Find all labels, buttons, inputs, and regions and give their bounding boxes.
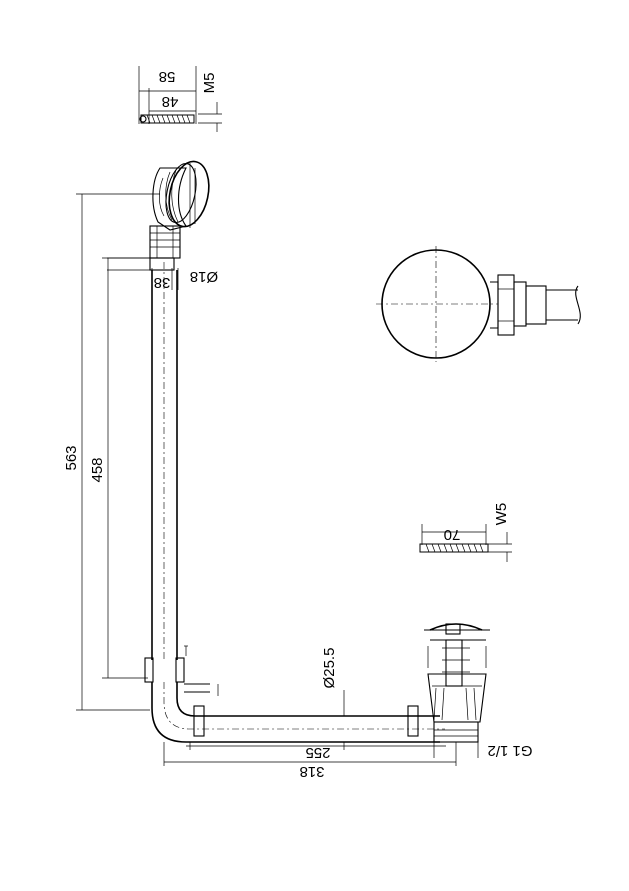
dim-318-label: 318 <box>299 763 324 780</box>
dim-58-label: 58 <box>159 68 176 85</box>
dim-m5-label: M5 <box>201 73 218 94</box>
waste-outlet <box>424 623 490 758</box>
dim-48-label: 48 <box>162 93 179 110</box>
dim-38-label: 38 <box>154 274 171 291</box>
horizontal-pipe <box>151 645 445 743</box>
dim-d25-label: Ø25.5 <box>321 648 338 689</box>
overflow-side-view <box>376 246 581 362</box>
dim-255-label: 255 <box>305 744 330 761</box>
dim-d18-label: Ø18 <box>190 268 218 285</box>
dim-563-label: 563 <box>63 445 80 470</box>
vertical-pipe <box>144 262 185 683</box>
dim-g112-label: G1 1/2 <box>487 742 532 759</box>
dim-w5-label: W5 <box>493 503 510 526</box>
dim-70-label: 70 <box>444 526 461 543</box>
overflow-head <box>149 160 210 259</box>
dim-458-label: 458 <box>89 457 106 482</box>
screw-w5-detail <box>419 524 512 562</box>
screw-m5-detail <box>138 66 222 132</box>
